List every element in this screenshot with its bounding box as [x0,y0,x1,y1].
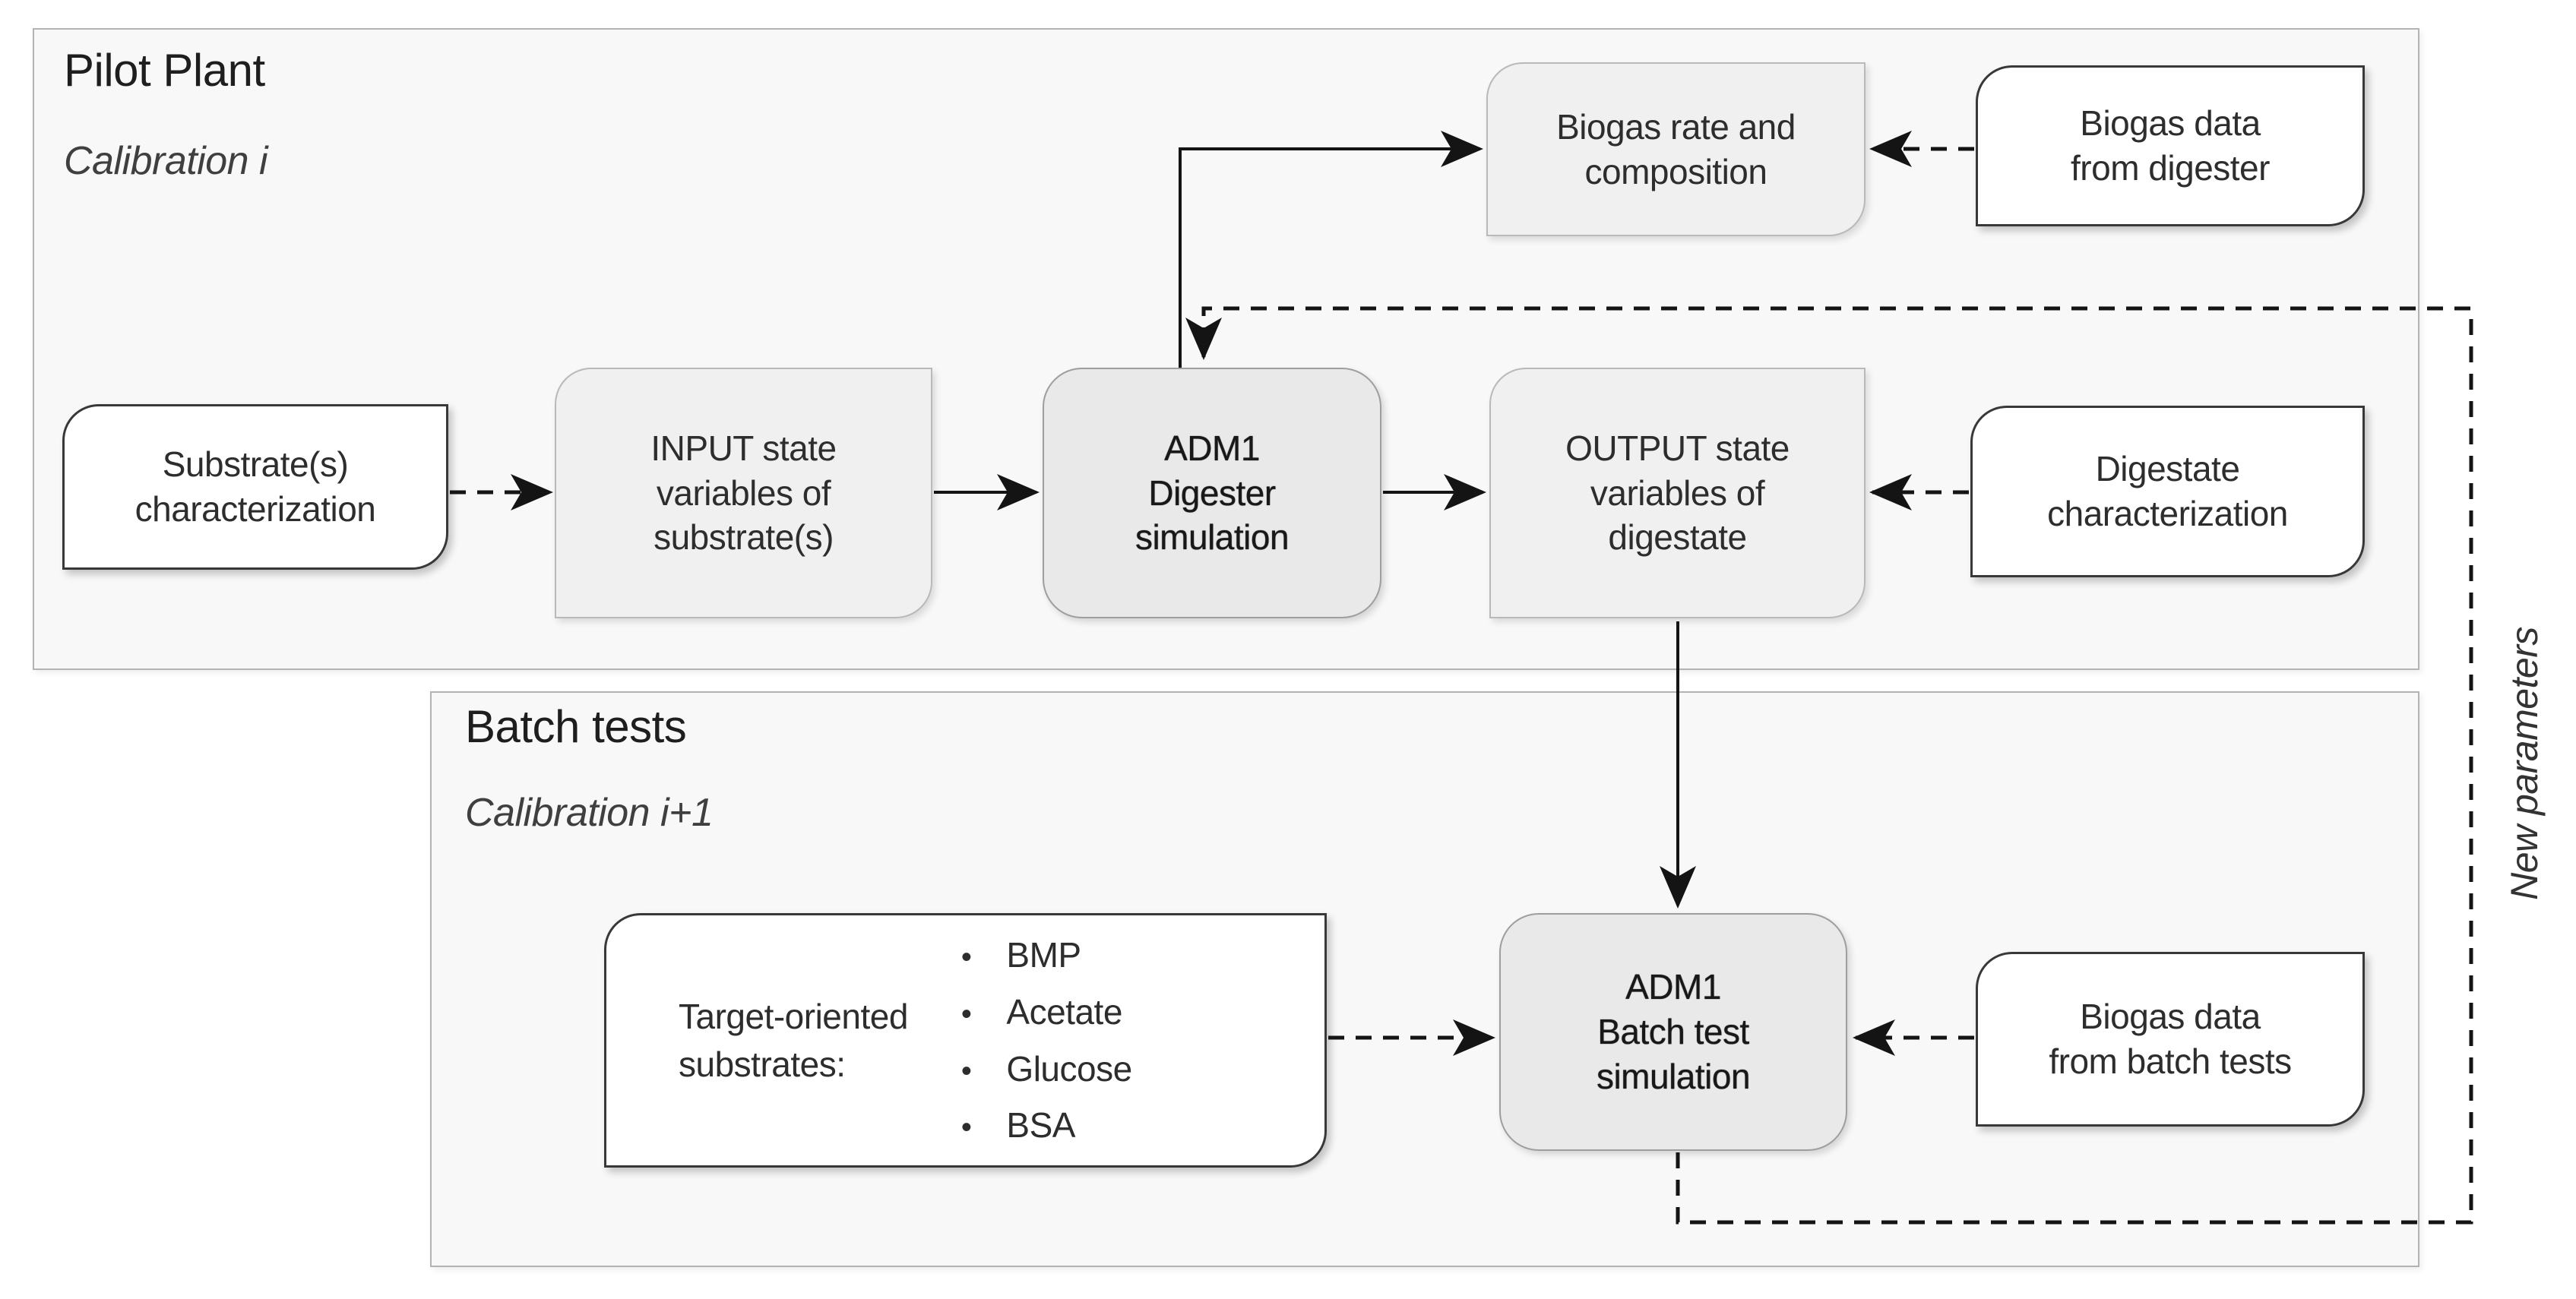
bullet-icon: • [960,997,972,1031]
bullet-label: Acetate [1006,991,1122,1032]
bullet-item: • BMP [961,927,1132,984]
node-label: INPUT state variables of substrate(s) [650,428,837,558]
node-label: OUTPUT state variables of digestate [1565,428,1790,558]
new-parameters-label: New parameters [2503,627,2546,900]
node-input-state-variables: INPUT state variables of substrate(s) [555,368,932,618]
pilot-plant-subtitle: Calibration i [64,139,268,183]
substrate-bullet-list: • BMP • Acetate • Glucose • BSA [961,927,1132,1153]
bullet-item: • BSA [961,1097,1132,1154]
bullet-icon: • [960,1054,972,1088]
batch-tests-subtitle: Calibration i+1 [465,791,714,835]
node-label: Digestate characterization [2047,449,2288,533]
node-digestate-characterization: Digestate characterization [1970,406,2365,577]
node-label: ADM1 Digester simulation [1135,428,1290,558]
node-output-state-variables: OUTPUT state variables of digestate [1489,368,1866,618]
node-label: ADM1 Batch test simulation [1596,967,1751,1096]
node-adm1-batch-simulation: ADM1 Batch test simulation [1499,913,1847,1151]
bullet-label: BMP [1006,935,1081,975]
node-adm1-digester-simulation: ADM1 Digester simulation [1043,368,1381,618]
bullet-icon: • [960,1111,972,1145]
bullet-item: • Acetate [961,984,1132,1041]
node-label: Substrate(s) characterization [134,444,376,529]
bullet-item: • Glucose [961,1041,1132,1098]
batch-tests-title: Batch tests [465,701,687,752]
target-substrates-content: Target-oriented substrates: • BMP • Acetate… [606,915,1324,1165]
bullet-label: BSA [1006,1105,1075,1146]
node-label: Biogas rate and composition [1556,106,1796,191]
node-label: Biogas data from digester [2071,103,2270,188]
bullet-label: Glucose [1006,1048,1132,1089]
bullet-icon: • [960,940,972,975]
node-biogas-rate-composition: Biogas rate and composition [1486,62,1866,236]
node-biogas-data-digester: Biogas data from digester [1976,65,2365,226]
node-label: Biogas data from batch tests [2049,997,2292,1081]
node-substrate-characterization: Substrate(s) characterization [62,404,448,570]
node-biogas-data-batch: Biogas data from batch tests [1976,952,2365,1127]
pilot-plant-title: Pilot Plant [64,45,265,96]
node-target-substrates: Target-oriented substrates: • BMP • Acetate… [604,913,1327,1168]
target-substrates-label: Target-oriented substrates: [679,997,908,1084]
